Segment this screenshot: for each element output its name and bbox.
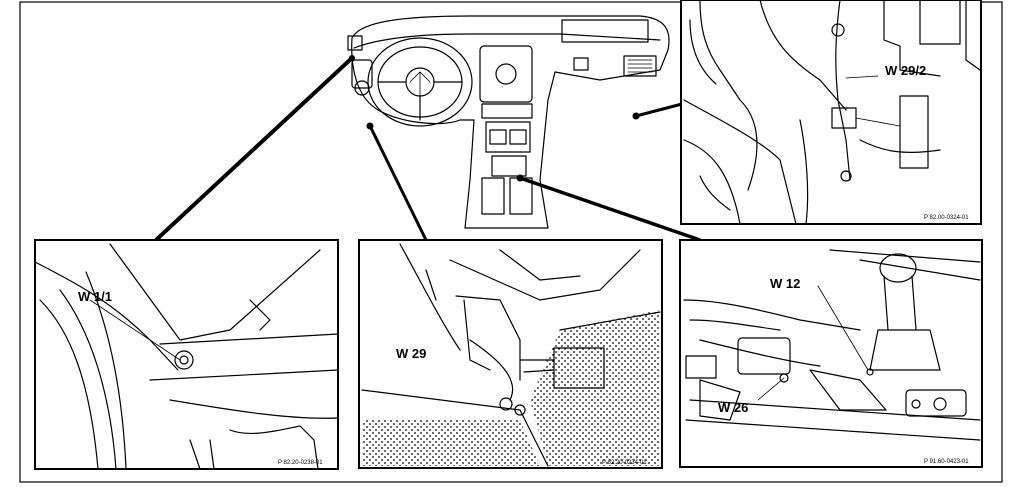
- ref-bottom-left: P 82.20-0238-01: [278, 460, 323, 466]
- ref-bottom-middle: P 82.20-0234-01: [602, 460, 647, 466]
- panel-top-right: W 29/2 P 82.00-0324-01: [680, 0, 982, 225]
- leader-lines: [154, 56, 701, 242]
- panel-bottom-left: W 1/1 P 82.20-0238-01: [34, 239, 339, 470]
- label-w29-2: W 29/2: [885, 63, 926, 78]
- outer-frame: [19, 1, 1003, 483]
- label-w12: W 12: [770, 276, 800, 291]
- label-w1-1: W 1/1: [78, 289, 112, 304]
- label-w26: W 26: [718, 400, 748, 415]
- panel-bottom-right: W 12 W 26 P 91.60-0423-01: [679, 239, 983, 468]
- ref-top-right: P 82.00-0324-01: [924, 215, 969, 221]
- dashboard-overview: [347, 15, 670, 229]
- panel-bottom-middle: W 29 P 82.20-0234-01: [358, 239, 663, 469]
- label-w29: W 29: [396, 346, 426, 361]
- ref-bottom-right: P 91.60-0423-01: [924, 459, 969, 465]
